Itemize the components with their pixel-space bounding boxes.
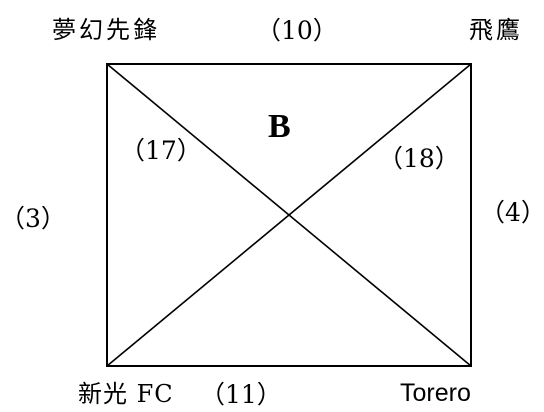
- match-right: （4）: [480, 198, 544, 227]
- team-bottom-right: Torero: [400, 379, 471, 407]
- match-left: （3）: [0, 204, 66, 233]
- group-label: B: [268, 108, 291, 145]
- match-top: （10）: [256, 16, 338, 45]
- team-top-left: 夢幻先鋒: [52, 16, 160, 44]
- team-top-right: 飛鷹: [469, 16, 523, 44]
- match-diag-left: （17）: [120, 136, 202, 165]
- diagonal-bl-tr: [106, 63, 472, 367]
- team-bottom-left: 新光 FC: [78, 380, 174, 408]
- group-box: [106, 63, 472, 367]
- match-diag-right: （18）: [378, 144, 460, 173]
- match-bottom: （11）: [200, 380, 282, 409]
